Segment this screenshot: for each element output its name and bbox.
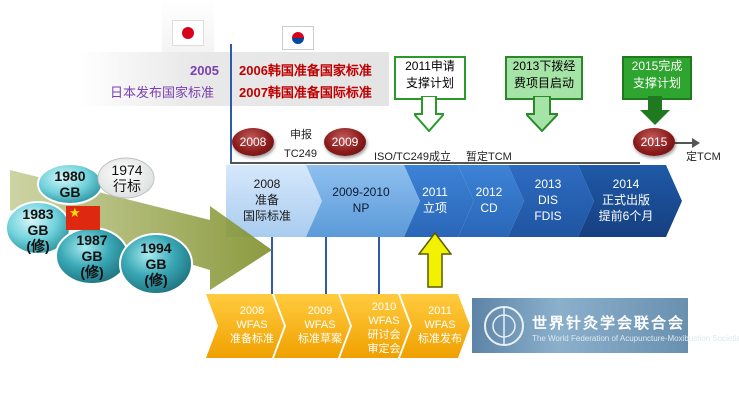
label-tc249: TC249 <box>284 148 318 160</box>
wfas-label-2008: 2008 WFAS 准备标准 <box>230 305 274 345</box>
phase-chevron-2009 <box>306 165 420 237</box>
phase-chevron-2014 <box>578 165 682 237</box>
japan-text: 日本发布国家标准 <box>110 85 215 100</box>
label-apply: 申报 <box>290 129 312 141</box>
wfas-chevron-2009 <box>274 294 350 358</box>
phase-label-2011: 2011 立项 <box>422 185 448 215</box>
korea-line-1: 2006韩国准备国家标准 <box>239 63 372 78</box>
gb-1994-oval <box>119 233 193 295</box>
guide-line-wfas-2010 <box>378 220 380 294</box>
japan-year: 2005 <box>190 63 219 78</box>
callout-2013: 2013下拨经 费项目启动 <box>505 56 583 100</box>
timeline-line <box>230 162 640 164</box>
gb-ovals <box>5 157 193 295</box>
phase-chevron-2012 <box>458 165 524 237</box>
gb-1974-oval <box>97 157 155 199</box>
wfas-chevron-2010 <box>340 294 410 358</box>
gb-1980-label: 1980 GB <box>54 168 86 200</box>
year-circle-2009: 2009 <box>324 128 366 156</box>
callout-arrow-2015 <box>640 96 670 125</box>
phase-chevron-2008 <box>226 165 322 237</box>
phase-label-2014: 2014 正式出版 提前6个月 <box>598 177 654 223</box>
phase-chevron-2011 <box>404 165 474 237</box>
wfas-label-2009: 2009 WFAS 标准草案 <box>298 305 342 345</box>
gb-1974-label: 1974 行标 <box>111 162 143 194</box>
phase-chevrons <box>226 165 682 237</box>
yellow-up-arrow <box>418 232 452 288</box>
year-circle-2015: 2015 <box>633 128 675 156</box>
callout-2011: 2011申请 支撑计划 <box>394 56 466 100</box>
year-circle-2008: 2008 <box>232 128 274 156</box>
callout-arrow-2011 <box>414 96 444 132</box>
wfas-label-2010: 2010 WFAS 研讨会 审定会 <box>367 301 401 355</box>
korea-flag-icon <box>282 26 314 50</box>
korea-line-2: 2007韩国准备国际标准 <box>239 85 372 100</box>
wfas-label-2011: 2011 WFAS 标准发布 <box>418 305 462 345</box>
gb-1987-label: 1987 GB (修) <box>76 232 108 280</box>
phase-chevron-2013 <box>508 165 594 237</box>
wfas-logo: 世界针灸学会联合会 The World Federation of Acupun… <box>472 298 739 353</box>
wfas-emblem-icon <box>484 306 524 346</box>
phase-label-2013: 2013 DIS FDIS <box>534 177 562 223</box>
callout-arrow-2013 <box>526 96 558 132</box>
guide-line-wfas-2009 <box>325 220 327 294</box>
guide-line-2005 <box>230 44 232 164</box>
wfas-logo-subtitle: The World Federation of Acupuncture-Moxi… <box>532 334 739 343</box>
gb-1994-label: 1994 GB (修) <box>140 240 172 288</box>
wfas-chevrons <box>206 294 470 358</box>
gb-1983-label: 1983 GB (修) <box>22 206 54 254</box>
phase-label-2008: 2008 准备 国际标准 <box>242 177 291 223</box>
label-final-tcm: 定TCM <box>686 151 721 163</box>
wfas-chevron-2008 <box>206 294 284 358</box>
label-tentative-tcm: 暂定TCM <box>466 151 512 163</box>
wfas-logo-title: 世界针灸学会联合会 <box>532 315 686 332</box>
callout-2015: 2015完成 支撑计划 <box>622 56 692 100</box>
japan-flag-icon <box>172 20 204 46</box>
wfas-chevron-2011 <box>400 294 470 358</box>
label-iso-tc249: ISO/TC249成立 <box>374 151 452 163</box>
guide-line-wfas-2008 <box>271 220 273 294</box>
header-band <box>80 52 389 106</box>
china-flag-icon: ★ <box>66 206 100 230</box>
phase-label-2012: 2012 CD <box>475 185 503 215</box>
phase-label-2009: 2009-2010 NP <box>332 185 390 215</box>
